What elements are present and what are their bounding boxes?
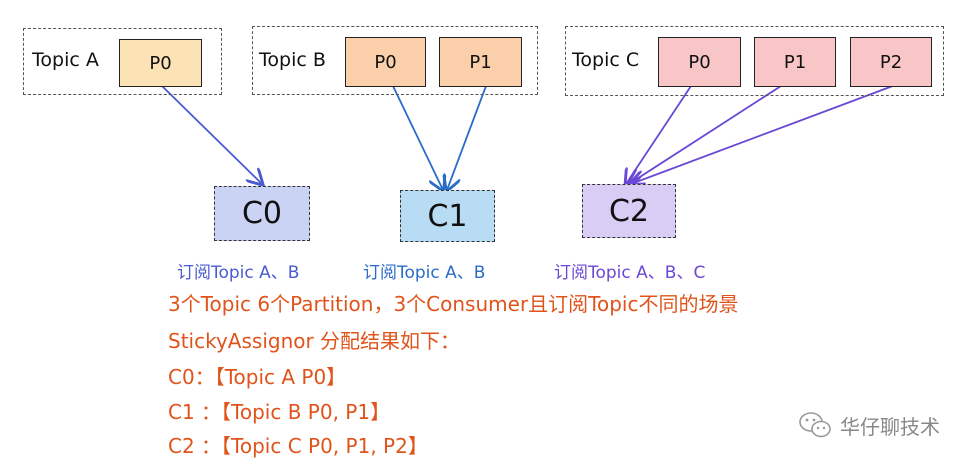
topic-c-partition-p0: P0 <box>658 37 741 87</box>
topic-a-partition-p0: P0 <box>119 39 202 87</box>
wechat-icon <box>799 412 831 438</box>
arrow-topicc-p2-to-c2 <box>631 83 899 184</box>
consumer-c1: C1 <box>400 190 495 242</box>
topic-a-group: Topic A P0 <box>23 28 222 95</box>
watermark: 华仔聊技术 <box>798 410 940 440</box>
arrow-topica-p0-to-c0 <box>161 85 262 184</box>
topic-b-partition-p0: P0 <box>345 37 426 87</box>
topic-c-partition-p2: P2 <box>850 37 932 87</box>
arrow-topicc-p1-to-c2 <box>629 85 782 184</box>
consumer-c0-subscription: 订阅Topic A、B <box>177 263 300 283</box>
topic-b-label: Topic B <box>259 49 326 71</box>
topic-c-label: Topic C <box>572 49 640 71</box>
topic-c-partition-p1: P1 <box>754 37 836 87</box>
note-assignor: StickyAssignor 分配结果如下： <box>168 329 461 353</box>
note-c0-result: C0：【Topic A P0】 <box>168 365 347 389</box>
consumer-c2-subscription: 订阅Topic A、B、C <box>554 263 706 283</box>
topic-b-partition-p1: P1 <box>439 37 522 87</box>
topic-c-group: Topic C P0 P1 P2 <box>565 26 944 96</box>
consumer-c2: C2 <box>582 184 676 238</box>
note-scenario: 3个Topic 6个Partition，3个Consumer且订阅Topic不同… <box>168 292 739 316</box>
topic-a-label: Topic A <box>32 49 99 71</box>
watermark-text: 华仔聊技术 <box>840 414 940 439</box>
arrow-topicb-p1-to-c1 <box>447 85 487 190</box>
consumer-c0: C0 <box>214 186 310 241</box>
consumer-c1-subscription: 订阅Topic A、B <box>363 263 486 283</box>
arrow-topicc-p0-to-c2 <box>626 85 692 184</box>
note-c2-result: C2 ：【Topic C P0, P1, P2】 <box>168 434 428 458</box>
note-c1-result: C1 ：【Topic B P0, P1】 <box>168 400 391 424</box>
arrow-topicb-p0-to-c1 <box>392 85 443 190</box>
topic-b-group: Topic B P0 P1 <box>252 26 538 95</box>
